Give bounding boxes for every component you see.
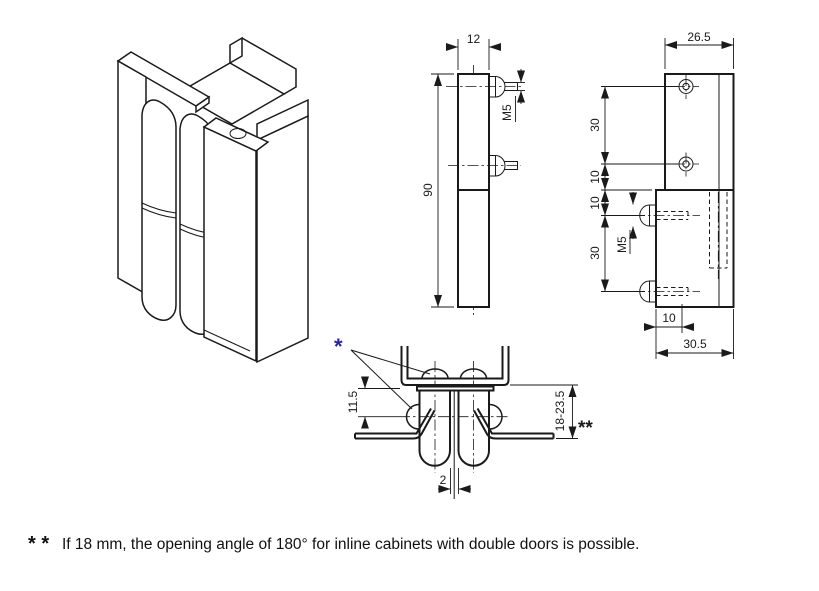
isometric-view [116, 36, 309, 364]
hole-top [674, 75, 699, 99]
leaf-plate-left [354, 407, 436, 440]
dim-chain-10b: 10 [588, 196, 602, 210]
front-view: 12 90 M5 [421, 32, 525, 315]
dim-side-screw-offset: 10 [662, 311, 676, 325]
dim-front-thread: M5 [500, 104, 514, 121]
dim-side-thread: M5 [615, 236, 629, 253]
footnote-stars: * * [28, 533, 49, 555]
bottom-view: * 11.5 18-23.5 ** 2 [334, 334, 593, 499]
dim-chain-10a: 10 [588, 170, 602, 184]
knuckle-right [457, 390, 490, 467]
reference-double-star: ** [578, 418, 593, 439]
screw-front-top [446, 76, 524, 98]
reference-star: * [334, 334, 343, 359]
dim-front-height: 90 [421, 183, 435, 197]
dim-side-top-width: 26.5 [687, 30, 711, 44]
hole-bottom [674, 152, 699, 177]
footnote-text: If 18 mm, the opening angle of 180° for … [62, 536, 639, 553]
bracket-hole [229, 128, 247, 139]
dim-chain-30b: 30 [588, 246, 602, 260]
knuckle-left [418, 390, 451, 467]
dim-side-bottom-width: 30.5 [683, 337, 707, 351]
screw-side-bottom [634, 280, 700, 303]
dim-flange-depth: 11.5 [346, 390, 360, 413]
dim-chain-30a: 30 [588, 118, 602, 132]
dim-door-range: 18-23.5 [553, 390, 567, 431]
footnote: * * If 18 mm, the opening angle of 180° … [28, 533, 639, 555]
leaf-plate-right [473, 407, 555, 440]
screw-front-bottom [448, 155, 521, 177]
dim-front-width: 12 [467, 32, 481, 46]
screw-side-top [634, 204, 700, 227]
side-view: M5 30 10 10 30 26.5 10 30.5 [588, 30, 735, 359]
dim-gap: 2 [440, 473, 447, 487]
